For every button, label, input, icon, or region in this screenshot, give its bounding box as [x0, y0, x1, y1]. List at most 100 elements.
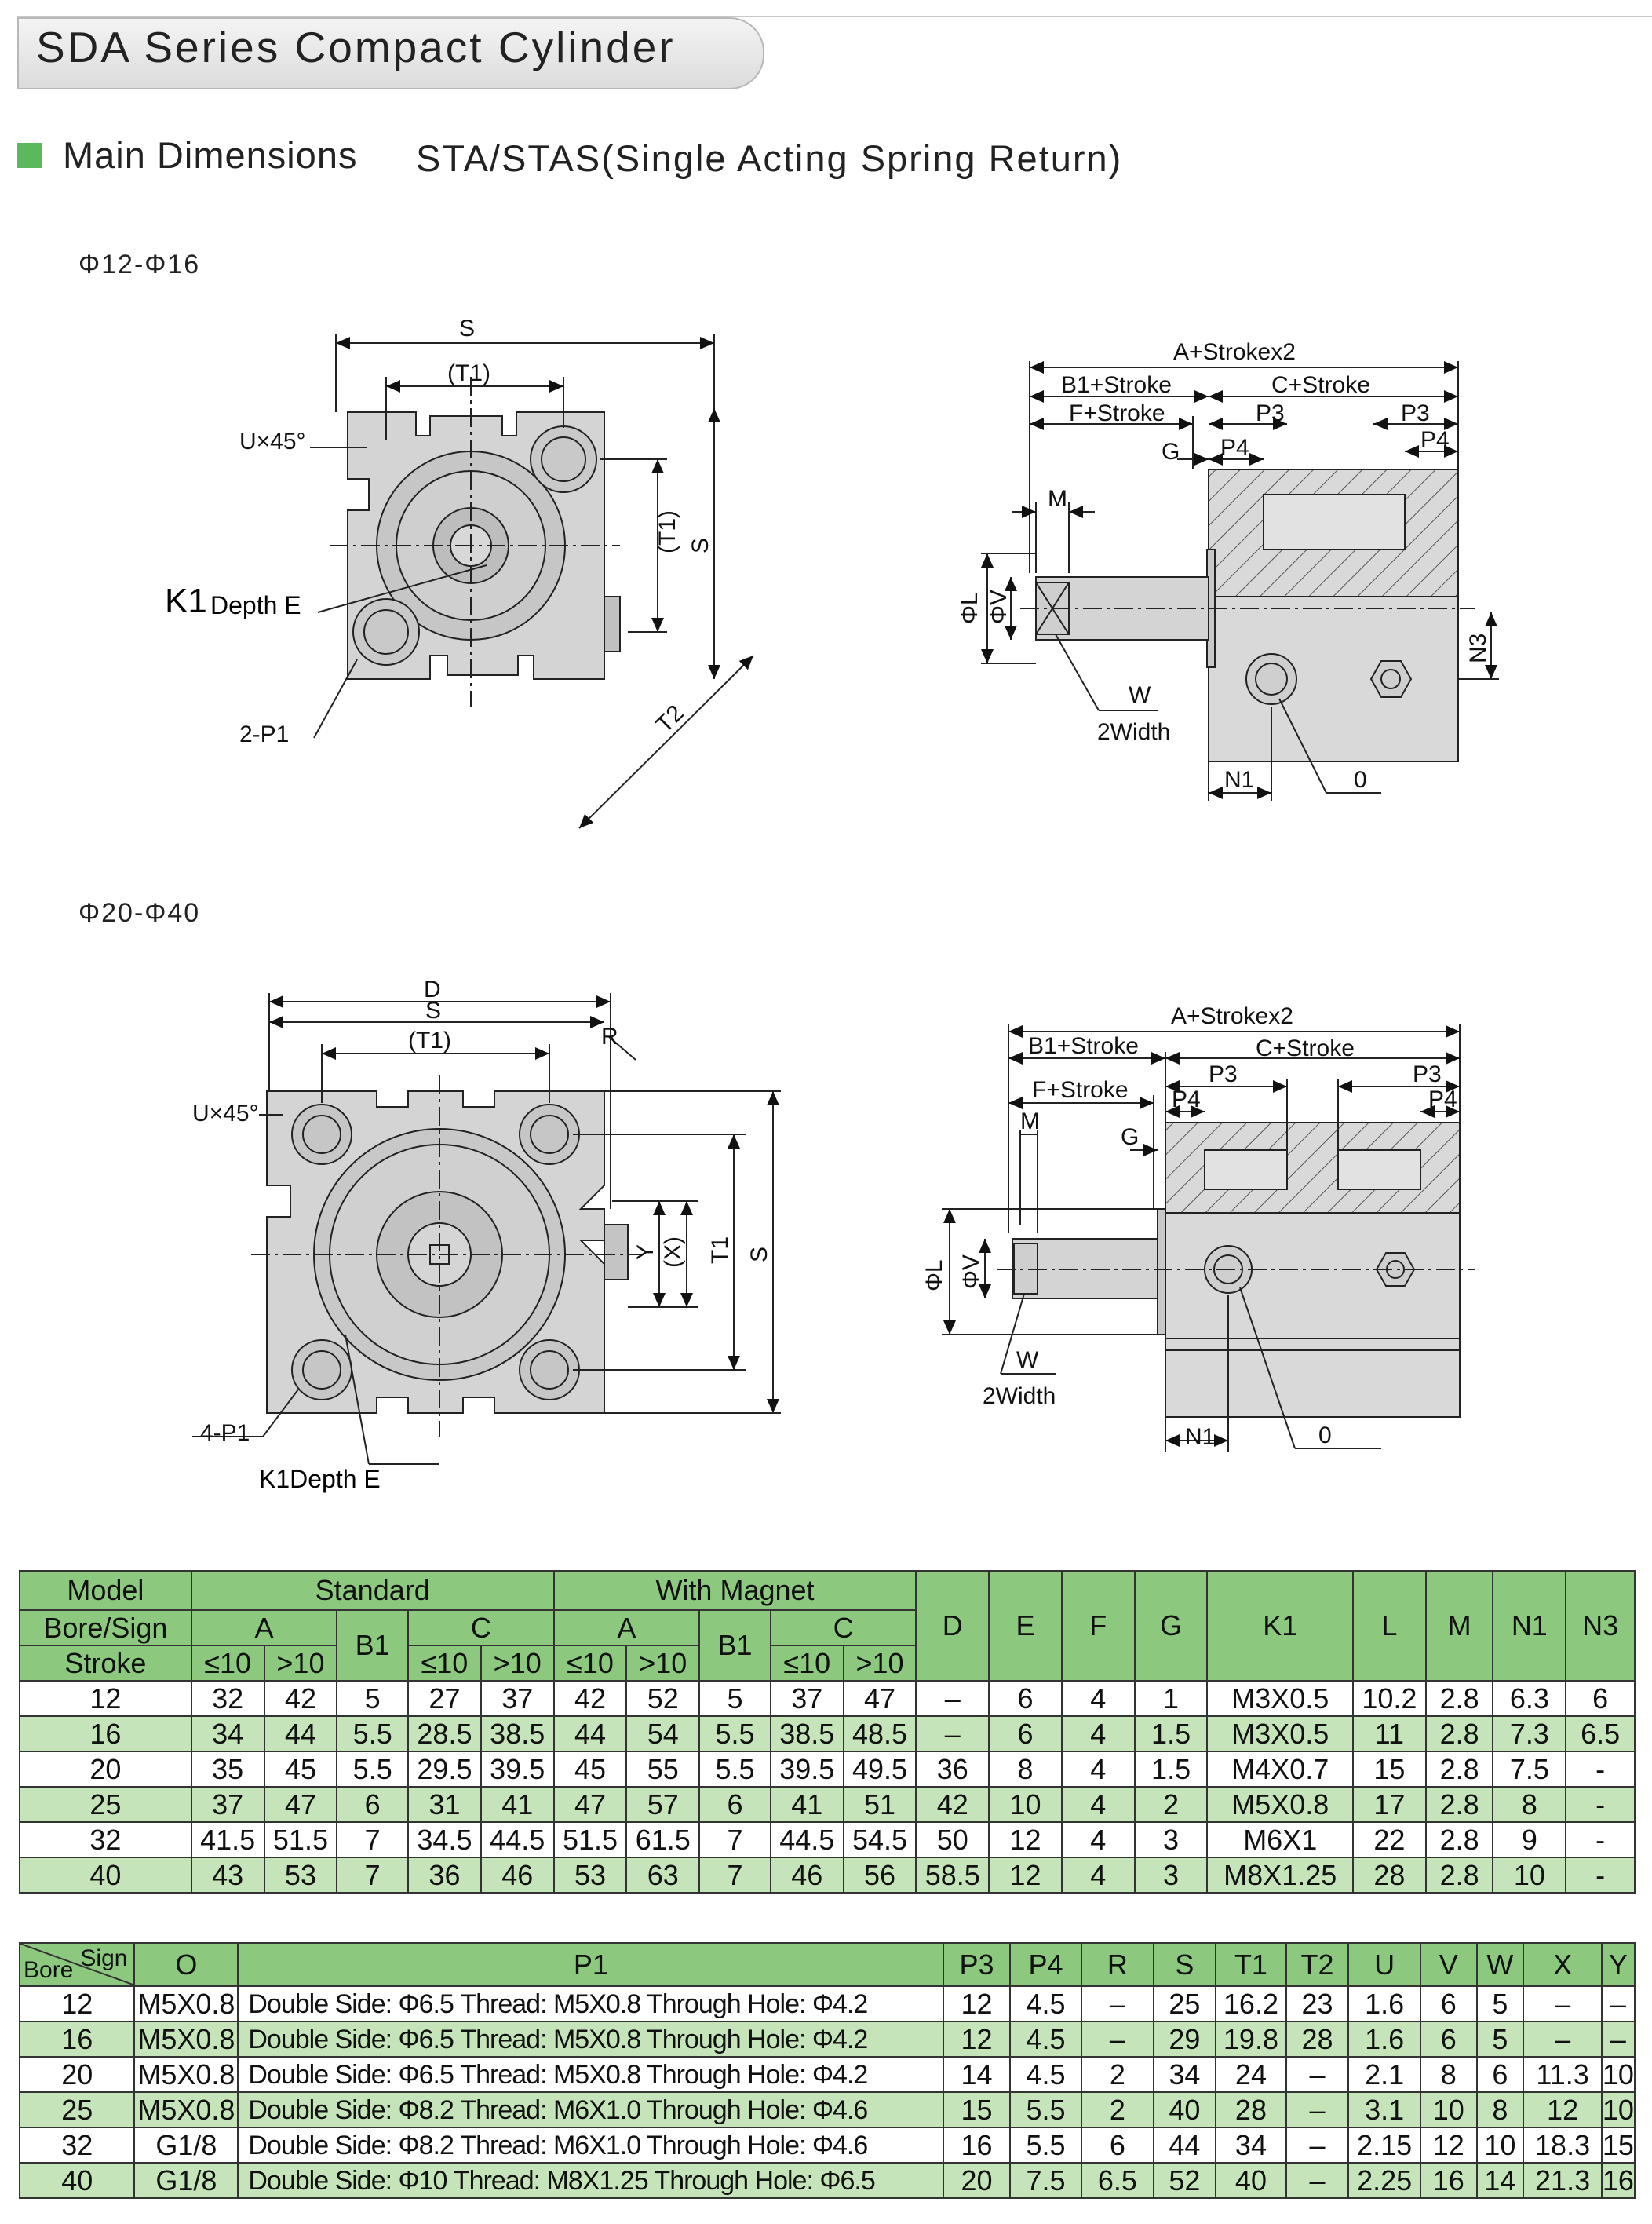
table-cell: G1/8: [133, 2127, 239, 2164]
dim-g-bottom: G: [1121, 1124, 1139, 1150]
table-cell: 41.5: [190, 1821, 265, 1858]
table-cell: 48.5: [842, 1715, 917, 1752]
table-cell: 7: [698, 1821, 771, 1858]
table-cell: 2.8: [1424, 1715, 1494, 1752]
table-cell: Double Side: Φ6.5 Thread: M5X0.8 Through…: [237, 1985, 945, 2022]
th-o: O: [133, 1942, 239, 1987]
table-cell: 12: [943, 1985, 1011, 2022]
table-cell: 41: [480, 1786, 555, 1823]
table-cell: 44.5: [480, 1821, 555, 1858]
table-cell: 5: [1475, 1985, 1525, 2022]
th-e: E: [988, 1570, 1063, 1682]
table-cell: M5X0.8: [133, 2021, 239, 2058]
table-cell: 21.3: [1523, 2162, 1603, 2199]
table-cell: –: [1285, 2162, 1350, 2199]
table-cell: 4.5: [1008, 1985, 1083, 2022]
dim-g-top: G: [1162, 439, 1180, 465]
table-cell: 50: [915, 1821, 990, 1858]
th-std-b1: B1: [336, 1609, 410, 1682]
dim-p3a-bottom: P3: [1209, 1061, 1238, 1087]
table-cell: 25: [19, 1786, 192, 1823]
table-cell: 1.5: [1133, 1751, 1209, 1788]
table-cell: 1.5: [1133, 1715, 1209, 1752]
table-cell: 20: [18, 2056, 136, 2093]
table-cell: M3X0.5: [1206, 1680, 1354, 1717]
table-cell: 34: [1215, 2127, 1287, 2164]
dim-m-bottom: M: [1020, 1108, 1040, 1134]
label-depth-top: Depth E: [210, 591, 301, 619]
side-view-small: [981, 361, 1499, 801]
table-cell: 1.6: [1347, 2021, 1421, 2058]
th-sign: Sign: [80, 1945, 128, 1971]
table-cell: 6: [1565, 1680, 1636, 1717]
table-cell: 28.5: [407, 1715, 482, 1752]
table-cell: 51.5: [552, 1821, 628, 1858]
table-cell: 6.5: [1081, 2162, 1154, 2199]
table-cell: 37: [769, 1680, 844, 1717]
table-cell: 3.1: [1347, 2091, 1421, 2128]
table-cell: 7.5: [1008, 2162, 1083, 2199]
table-cell: 46: [480, 1857, 555, 1894]
title-bar: [17, 17, 764, 89]
table-cell: 42: [915, 1786, 990, 1823]
table-cell: 32: [18, 2127, 136, 2164]
table-cell: -: [1565, 1821, 1636, 1858]
dim-v-bottom: ΦV: [958, 1254, 984, 1289]
table-cell: M6X1: [1206, 1821, 1354, 1858]
table-cell: 18.3: [1523, 2127, 1603, 2164]
table-cell: M4X0.7: [1206, 1751, 1354, 1788]
table-cell: 2: [1133, 1786, 1209, 1823]
table-cell: 15: [1600, 2127, 1636, 2164]
dim-m-top: M: [1048, 486, 1067, 512]
th-k1: K1: [1206, 1570, 1354, 1682]
table-cell: 1.6: [1347, 1985, 1421, 2022]
table-cell: 6.3: [1492, 1680, 1567, 1717]
table-cell: –: [1081, 2021, 1154, 2058]
title-rule: [17, 16, 1652, 17]
table-cell: 40: [19, 1857, 192, 1894]
th-v: V: [1419, 1942, 1478, 1987]
th-p1: P1: [237, 1942, 945, 1987]
dim-o-bottom: 0: [1318, 1422, 1332, 1448]
table-cell: 2.8: [1424, 1821, 1494, 1858]
table-cell: 43: [190, 1857, 265, 1894]
table-cell: 5: [336, 1680, 410, 1717]
th-m: M: [1424, 1570, 1494, 1682]
table-cell: 6.5: [1565, 1715, 1636, 1752]
table-cell: 6: [988, 1715, 1063, 1752]
dim-t1-bottom: (T1): [408, 1028, 451, 1054]
table-cell: 37: [190, 1786, 265, 1823]
section-marker-icon: [17, 143, 42, 168]
technical-drawings: S (T1) U×45° K1 Depth E 2-P1 (T1) S T2: [165, 316, 1499, 1493]
table-cell: 4: [1060, 1857, 1136, 1894]
table-cell: –: [1285, 2056, 1350, 2093]
dim-c-bottom: C+Stroke: [1256, 1035, 1355, 1061]
th-gt10: >10: [625, 1645, 701, 1682]
table-cell: 4.5: [1008, 2021, 1083, 2058]
bore-range-top: Φ12-Φ16: [78, 250, 201, 279]
table-cell: 10: [1600, 2056, 1636, 2093]
dim-s-bottom: S: [425, 998, 441, 1024]
dim-w-top: W: [1129, 682, 1151, 708]
dim-x-bottom: (X): [660, 1236, 686, 1268]
table-cell: 63: [625, 1857, 701, 1894]
table-cell: 15: [1351, 1751, 1427, 1788]
dim-n1-bottom: N1: [1185, 1424, 1215, 1450]
table-cell: 4: [1060, 1786, 1136, 1823]
th-standard: Standard: [190, 1570, 555, 1611]
table-cell: 47: [263, 1786, 338, 1823]
table-cell: 8: [1492, 1786, 1567, 1823]
table-cell: 36: [407, 1857, 482, 1894]
dim-p4b-top: P4: [1420, 427, 1450, 453]
dim-2width-top: 2Width: [1097, 719, 1170, 745]
table-cell: M3X0.5: [1206, 1715, 1354, 1752]
table-cell: 5.5: [1008, 2091, 1083, 2128]
table-cell: Double Side: Φ8.2 Thread: M6X1.0 Through…: [237, 2127, 945, 2164]
table-cell: 27: [407, 1680, 482, 1717]
dim-2p1-top: 2-P1: [239, 721, 289, 747]
table-cell: –: [1523, 2021, 1603, 2058]
table-cell: 5.5: [336, 1715, 410, 1752]
